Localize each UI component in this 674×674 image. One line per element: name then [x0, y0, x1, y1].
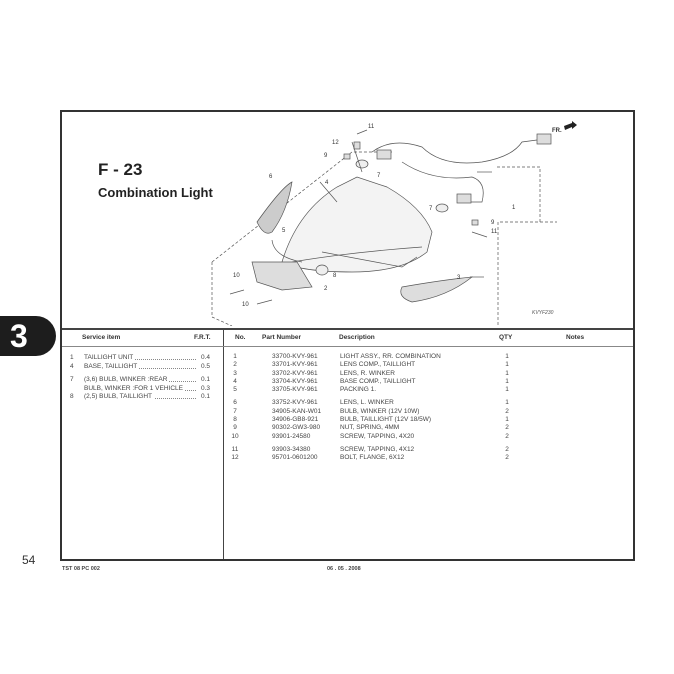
figure-code: F - 23 — [98, 160, 143, 179]
part-row: 5 33705-KVY-961 PACKING 1. 1 — [233, 386, 509, 394]
part-row: 8 34906-GB8-921 BULB, TAILLIGHT (12V 18/… — [233, 416, 509, 424]
part-row: 11 93903-34380 SCREW, TAPPING, 4X12 2 — [231, 445, 509, 453]
svg-text:10: 10 — [233, 273, 240, 279]
description-header: Description — [339, 334, 375, 341]
svg-text:1: 1 — [512, 205, 516, 211]
part-row: 9 90302-GW3-980 NUT, SPRING, 4MM 2 — [233, 424, 509, 432]
svg-text:2: 2 — [324, 286, 328, 292]
front-arrow-icon — [564, 121, 577, 130]
svg-text:6: 6 — [269, 174, 273, 180]
part-number-header: Part Number — [262, 334, 302, 341]
parts-list: 1 33700-KVY-961 LIGHT ASSY., RR. COMBINA… — [224, 353, 634, 463]
section-divider — [62, 328, 633, 330]
svg-text:4: 4 — [325, 180, 329, 186]
footer-doc-code: TST 08 PC 002 — [62, 566, 100, 572]
service-item-header: Service item — [82, 334, 121, 341]
part-row: 10 93901-24580 SCREW, TAPPING, 4X20 2 — [231, 432, 509, 440]
part-row: 6 33752-KVY-961 LENS, L. WINKER 1 — [233, 399, 509, 407]
section-tab-number: 3 — [10, 318, 28, 354]
svg-text:3: 3 — [457, 275, 461, 281]
notes-header: Notes — [566, 334, 585, 341]
svg-text:8: 8 — [333, 273, 337, 279]
page-number: 54 — [22, 553, 36, 567]
service-row: 8 (2,5) BULB, TAILLIGHT 0.1 — [70, 393, 210, 400]
svg-text:9: 9 — [491, 220, 495, 226]
service-row: 1 TAILLIGHT UNIT 0.4 — [70, 354, 210, 361]
part-row: 3 33702-KVY-961 LENS, R. WINKER 1 — [233, 369, 509, 377]
section-tab: 3 — [0, 316, 56, 356]
service-row: 4 BASE, TAILLIGHT 0.5 — [70, 362, 210, 370]
parts-page-frame: F - 23 Combination Light — [60, 110, 635, 561]
svg-text:12: 12 — [332, 140, 339, 146]
frt-header: F.R.T. — [194, 334, 211, 341]
service-row: 7 (3,6) BULB, WINKER :REAR 0.1 — [70, 376, 210, 383]
part-row: 4 33704-KVY-961 BASE COMP., TAILLIGHT 1 — [233, 377, 509, 385]
header-underline — [62, 346, 633, 347]
svg-text:11: 11 — [491, 229, 498, 235]
svg-text:9: 9 — [324, 153, 328, 159]
svg-text:5: 5 — [282, 228, 286, 234]
column-divider — [223, 330, 224, 559]
svg-text:10: 10 — [242, 302, 249, 308]
svg-text:11: 11 — [368, 124, 375, 130]
service-item-list: 1 TAILLIGHT UNIT 0.4 4 BASE, TAILLIGHT 0… — [68, 354, 218, 402]
exploded-diagram: 11 12 9 7 6 4 5 8 10 2 10 1 7 9 11 3 FR. — [211, 121, 577, 326]
svg-text:7: 7 — [377, 173, 381, 179]
direction-label: FR. — [552, 128, 562, 134]
no-header: No. — [235, 334, 246, 341]
part-row: 2 33701-KVY-961 LENS COMP., TAILLIGHT 1 — [233, 361, 509, 369]
diagram-code: KVYF230 — [532, 310, 554, 316]
figure-title: Combination Light — [98, 185, 213, 200]
footer-date: 06 . 05 . 2008 — [327, 566, 361, 572]
service-row: BULB, WINKER :FOR 1 VEHICLE 0.3 — [84, 384, 210, 392]
part-row: 12 95701-0601200 BOLT, FLANGE, 6X12 2 — [231, 454, 509, 462]
part-row: 1 33700-KVY-961 LIGHT ASSY., RR. COMBINA… — [233, 353, 509, 360]
svg-text:7: 7 — [429, 206, 433, 212]
qty-header: QTY — [499, 334, 513, 341]
part-row: 7 34905-KAN-W01 BULB, WINKER (12V 10W) 2 — [233, 407, 509, 415]
